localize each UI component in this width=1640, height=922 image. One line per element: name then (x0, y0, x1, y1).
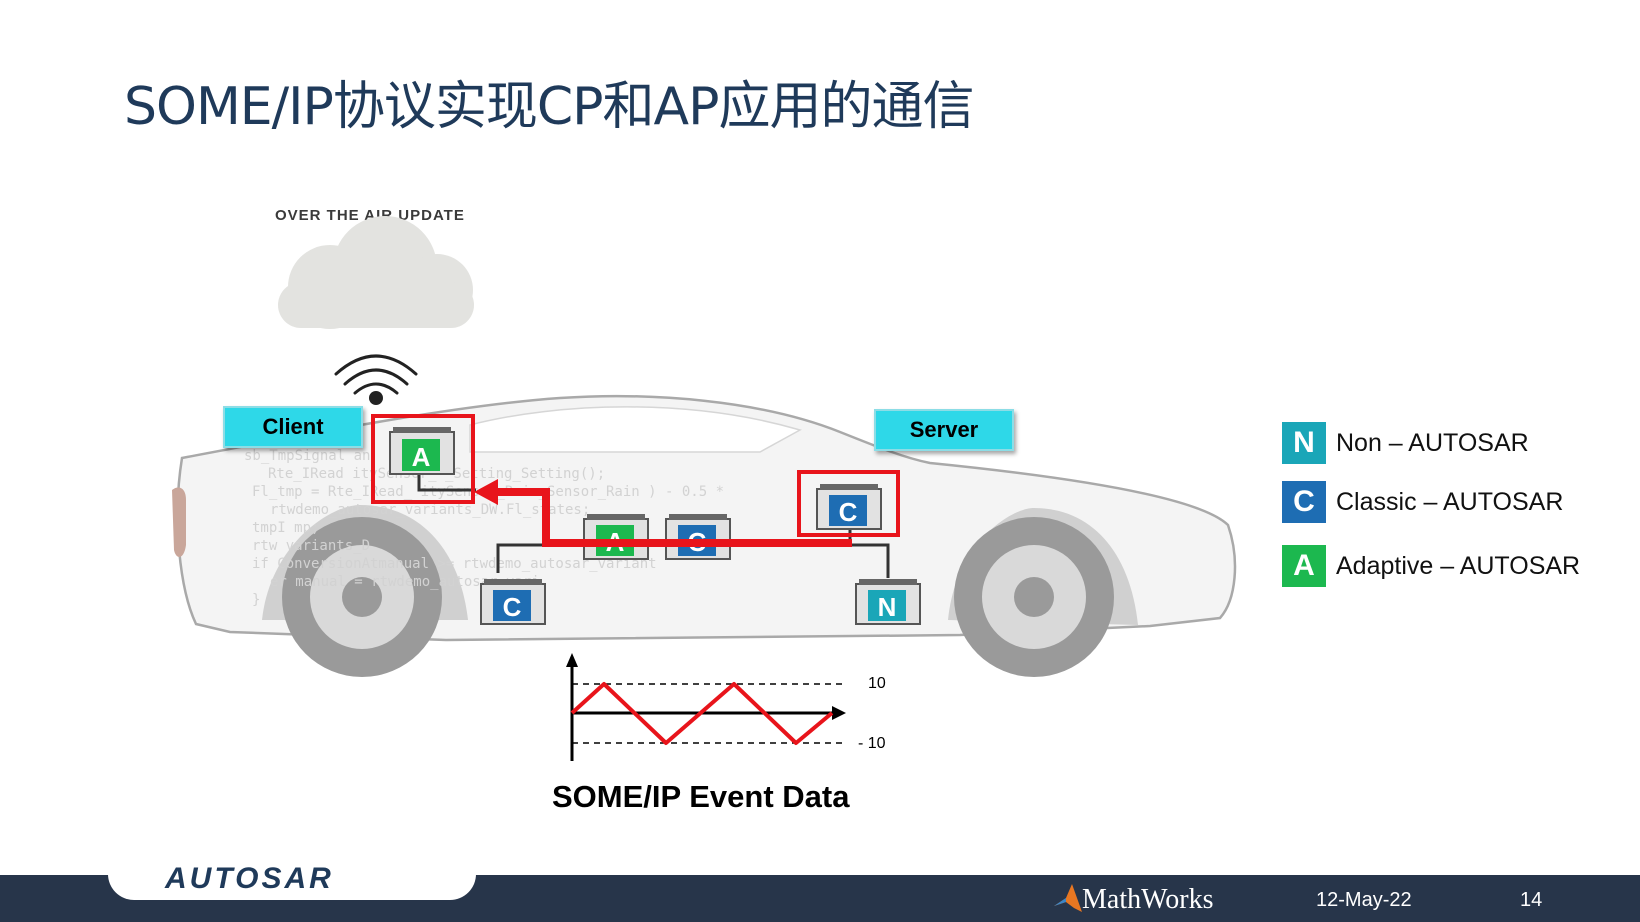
client-label: Client (223, 406, 363, 448)
tick-low: - 10 (858, 735, 886, 752)
ecu-mid-c: C (665, 514, 731, 560)
code-line: er manual = rtwdemo_autosar_vari (270, 574, 540, 590)
wifi-icon (334, 354, 418, 395)
mathworks-logo-icon (1054, 884, 1082, 912)
ecu-letter: C (839, 497, 858, 527)
legend-label: Classic – AUTOSAR (1336, 487, 1564, 516)
tick-high: 10 (868, 675, 886, 692)
ecu-letter: A (412, 442, 431, 472)
code-line: if ConversionAtmanual >= rtwdemo_autosar… (252, 556, 657, 572)
slide-title: SOME/IP协议实现CP和AP应用的通信 (124, 77, 974, 137)
ecu-server-c: C (816, 484, 882, 530)
ecu-client-a: A (389, 427, 455, 475)
code-line: tmpI mp; (252, 520, 319, 536)
slide-date: 12-May-22 (1316, 889, 1412, 911)
code-line: sb_TmpSignal an (244, 448, 370, 464)
event-caption: SOME/IP Event Data (552, 779, 850, 814)
ecu-mid-a: A (583, 514, 649, 560)
code-line: rtw variants_D (252, 538, 370, 554)
autosar-logo-tab (108, 860, 476, 900)
autosar-logo: AUTOSAR (165, 862, 334, 895)
page-number: 14 (1520, 889, 1543, 911)
ecu-letter: C (503, 592, 522, 622)
legend-non-autosar: N Non – AUTOSAR (1282, 421, 1529, 465)
code-line: } (252, 592, 260, 608)
y-axis-arrowhead (566, 653, 578, 667)
code-line: rtwdemo_autosar_variants_DW.Fl_states; (270, 502, 590, 518)
ecu-bottom-c: C (480, 579, 546, 625)
ota-label: OVER THE AIR UPDATE (275, 207, 465, 224)
server-highlight-box (797, 470, 900, 537)
legend-classic-autosar: C Classic – AUTOSAR (1282, 480, 1563, 524)
client-highlight-box (371, 414, 475, 504)
ecu-bottom-n: N (855, 579, 921, 625)
ecu-letter: N (878, 592, 897, 622)
legend-adaptive-autosar: A Adaptive – AUTOSAR (1282, 544, 1580, 588)
mathworks-brand: MathWorks (1082, 884, 1214, 915)
wifi-dot (369, 391, 383, 405)
legend-swatch: C (1282, 481, 1326, 523)
cloud-icon (278, 216, 474, 329)
legend-label: Non – AUTOSAR (1336, 428, 1529, 457)
server-label: Server (874, 409, 1014, 451)
x-axis-arrowhead (832, 706, 846, 720)
legend-label: Adaptive – AUTOSAR (1336, 551, 1581, 580)
triangle-wave (570, 682, 834, 745)
legend-swatch: A (1282, 545, 1326, 587)
event-path-arrow (474, 479, 852, 547)
legend-swatch: N (1282, 422, 1326, 464)
event-signal-plot (566, 653, 846, 761)
